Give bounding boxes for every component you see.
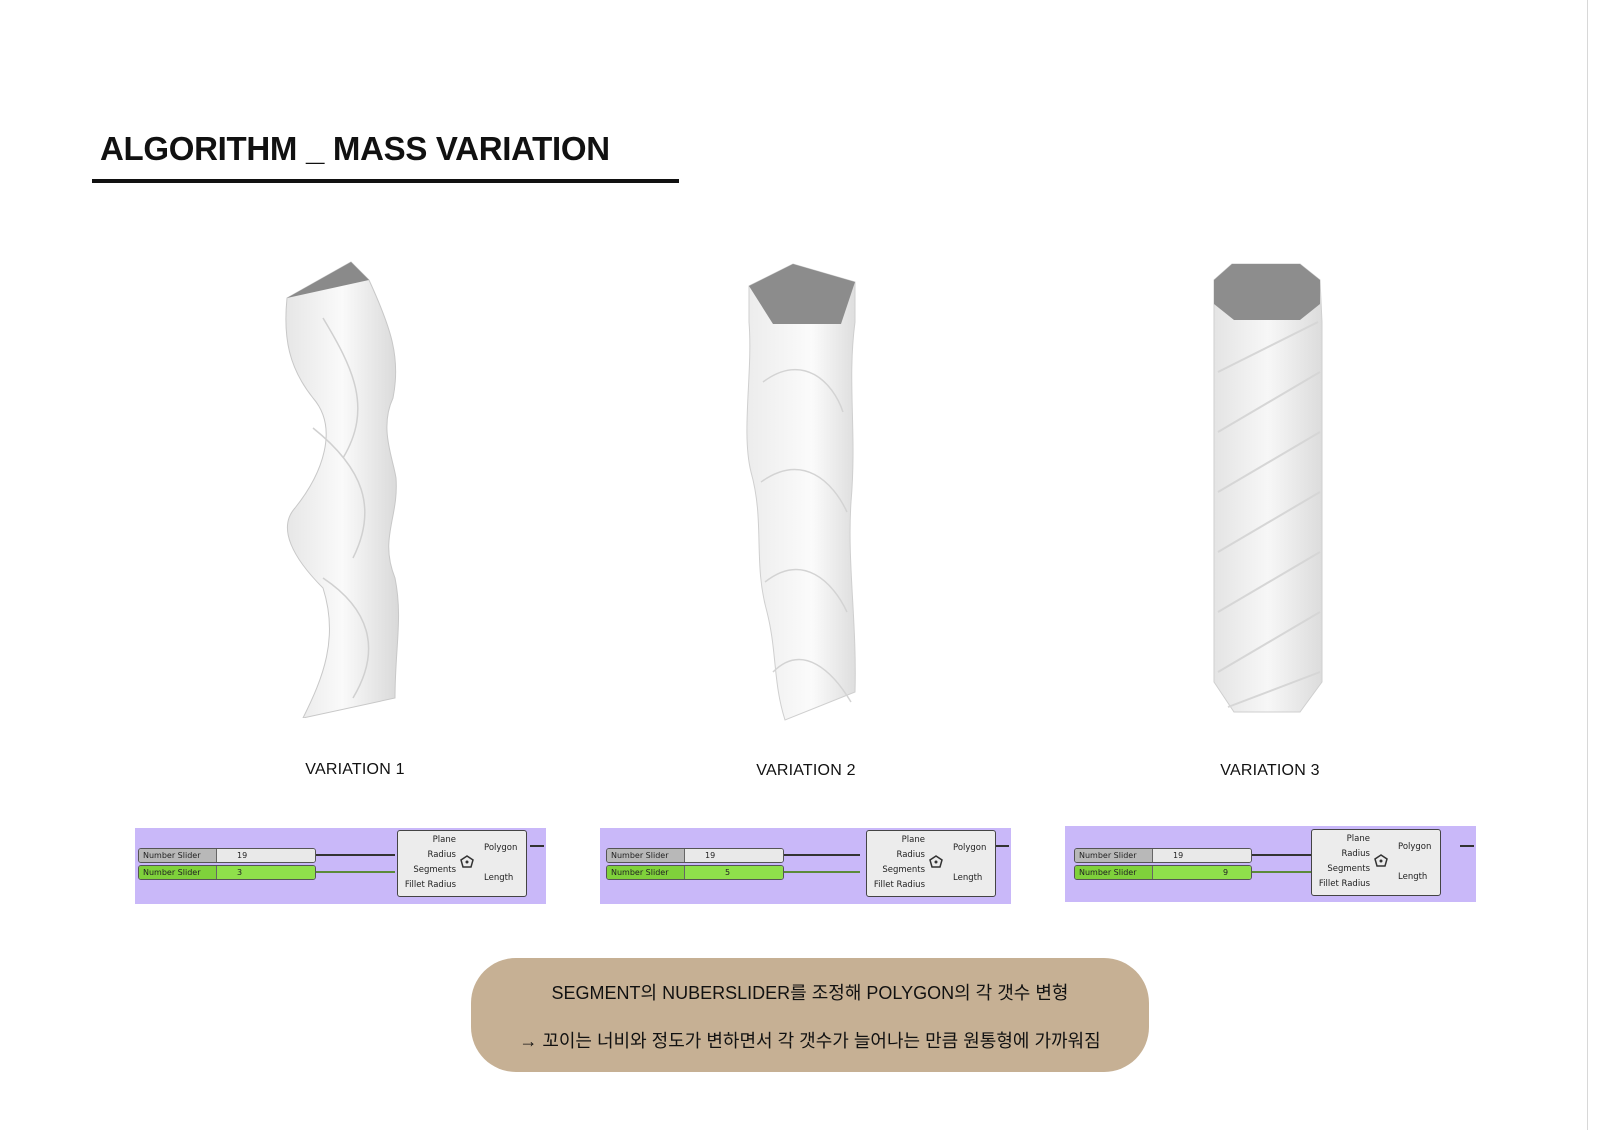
polygon-output-wire (995, 845, 1009, 847)
note-line-2: → 꼬이는 너비와 정도가 변하면서 각 갯수가 늘어나는 만큼 원통형에 가까… (519, 1031, 1101, 1051)
radius-number-slider[interactable]: Number Slider 19 (606, 848, 784, 863)
segments-slider-value[interactable]: 3 (217, 866, 315, 879)
polygon-component[interactable]: Plane Radius Segments Fillet Radius Poly… (397, 830, 527, 897)
radius-number-slider[interactable]: Number Slider 19 (138, 848, 316, 863)
segments-number-slider[interactable]: Number Slider 5 (606, 865, 784, 880)
segments-slider-value[interactable]: 9 (1153, 866, 1251, 879)
length-output[interactable]: Length (484, 873, 514, 883)
page-edge-line (1587, 0, 1588, 1130)
segments-input[interactable]: Segments (413, 865, 456, 875)
segments-number-slider[interactable]: Number Slider 9 (1074, 865, 1252, 880)
polygon-icon (1374, 854, 1388, 871)
variation-label-2: VARIATION 2 (756, 762, 856, 779)
radius-wire (315, 854, 395, 856)
polygon-output-wire (530, 845, 544, 847)
radius-number-slider[interactable]: Number Slider 19 (1074, 848, 1252, 863)
radius-slider-value[interactable]: 19 (217, 849, 315, 862)
fillet-radius-input[interactable]: Fillet Radius (404, 880, 456, 890)
tower-render-variation-1 (283, 258, 413, 718)
polygon-icon (929, 855, 943, 872)
tower-render-variation-3 (1208, 262, 1338, 722)
polygon-output[interactable]: Polygon (953, 843, 987, 853)
segments-input[interactable]: Segments (882, 865, 925, 875)
grasshopper-definition-1: Number Slider 19 Number Slider 3 Plane R… (135, 828, 546, 904)
polygon-output[interactable]: Polygon (484, 843, 518, 853)
tower-render-variation-2 (743, 262, 873, 722)
length-output[interactable]: Length (1398, 872, 1428, 882)
grasshopper-definition-3: Number Slider 19 Number Slider 9 Plane R… (1065, 826, 1476, 902)
segments-input[interactable]: Segments (1327, 864, 1370, 874)
radius-slider-value[interactable]: 19 (685, 849, 783, 862)
radius-input[interactable]: Radius (427, 850, 456, 860)
radius-slider-value[interactable]: 19 (1153, 849, 1251, 862)
polygon-icon (460, 855, 474, 872)
variation-label-3: VARIATION 3 (1220, 762, 1320, 779)
explanation-note: SEGMENT의 NUBERSLIDER를 조정해 POLYGON의 각 갯수 … (471, 958, 1149, 1072)
radius-input[interactable]: Radius (896, 850, 925, 860)
segments-wire (315, 871, 395, 873)
title-underline (92, 179, 679, 183)
variation-label-1: VARIATION 1 (305, 761, 405, 778)
plane-input[interactable]: Plane (901, 835, 925, 845)
fillet-radius-input[interactable]: Fillet Radius (1318, 879, 1370, 889)
polygon-output-wire (1460, 845, 1474, 847)
plane-input[interactable]: Plane (432, 835, 456, 845)
radius-input[interactable]: Radius (1341, 849, 1370, 859)
fillet-radius-input[interactable]: Fillet Radius (873, 880, 925, 890)
segments-wire (1245, 871, 1325, 873)
page-title: ALGORITHM _ MASS VARIATION (100, 130, 610, 167)
polygon-component[interactable]: Plane Radius Segments Fillet Radius Poly… (1311, 829, 1441, 896)
plane-input[interactable]: Plane (1346, 834, 1370, 844)
length-output[interactable]: Length (953, 873, 983, 883)
grasshopper-definition-2: Number Slider 19 Number Slider 5 Plane R… (600, 828, 1011, 904)
segments-number-slider[interactable]: Number Slider 3 (138, 865, 316, 880)
polygon-output[interactable]: Polygon (1398, 842, 1432, 852)
segments-slider-value[interactable]: 5 (685, 866, 783, 879)
polygon-component[interactable]: Plane Radius Segments Fillet Radius Poly… (866, 830, 996, 897)
radius-wire (780, 854, 860, 856)
note-line-1: SEGMENT의 NUBERSLIDER를 조정해 POLYGON의 각 갯수 … (551, 983, 1069, 1003)
radius-wire (1245, 854, 1325, 856)
segments-wire (780, 871, 860, 873)
